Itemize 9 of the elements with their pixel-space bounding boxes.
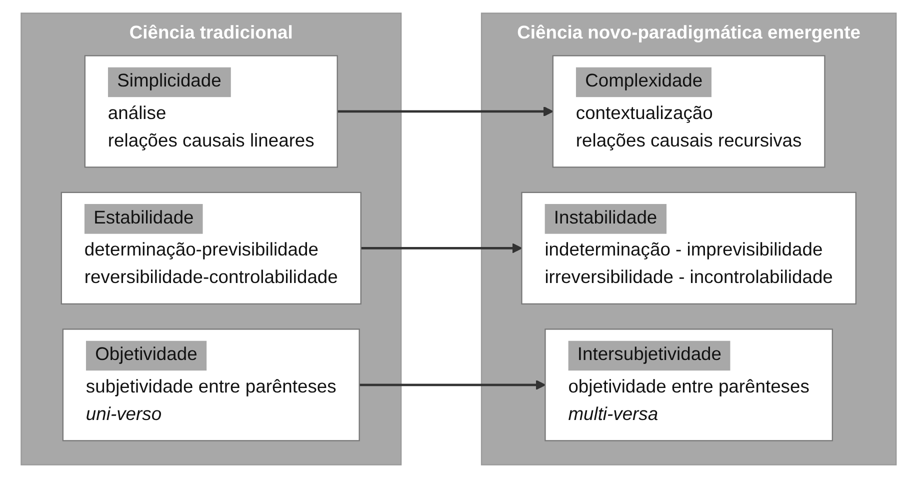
arrow <box>360 243 522 254</box>
node-box: Instabilidade indeterminação - imprevisibilidade irreversibilidade - incontrolabilidade <box>521 192 856 304</box>
node-box: Intersubjetividade objetividade entre parênteses multi-versa <box>544 328 833 442</box>
arrow <box>337 106 554 116</box>
node-box: Estabilidade determinação-previsibilidade reversibilidade-controlabilidade <box>60 192 362 304</box>
node-box: Objetividade subjetividade entre parênteses uni-verso <box>62 328 360 442</box>
arrow <box>359 380 546 390</box>
node-box: Simplicidade análise relações causais lineares <box>84 55 338 168</box>
node-box: Complexidade contextualização relações causais recursivas <box>552 55 826 168</box>
